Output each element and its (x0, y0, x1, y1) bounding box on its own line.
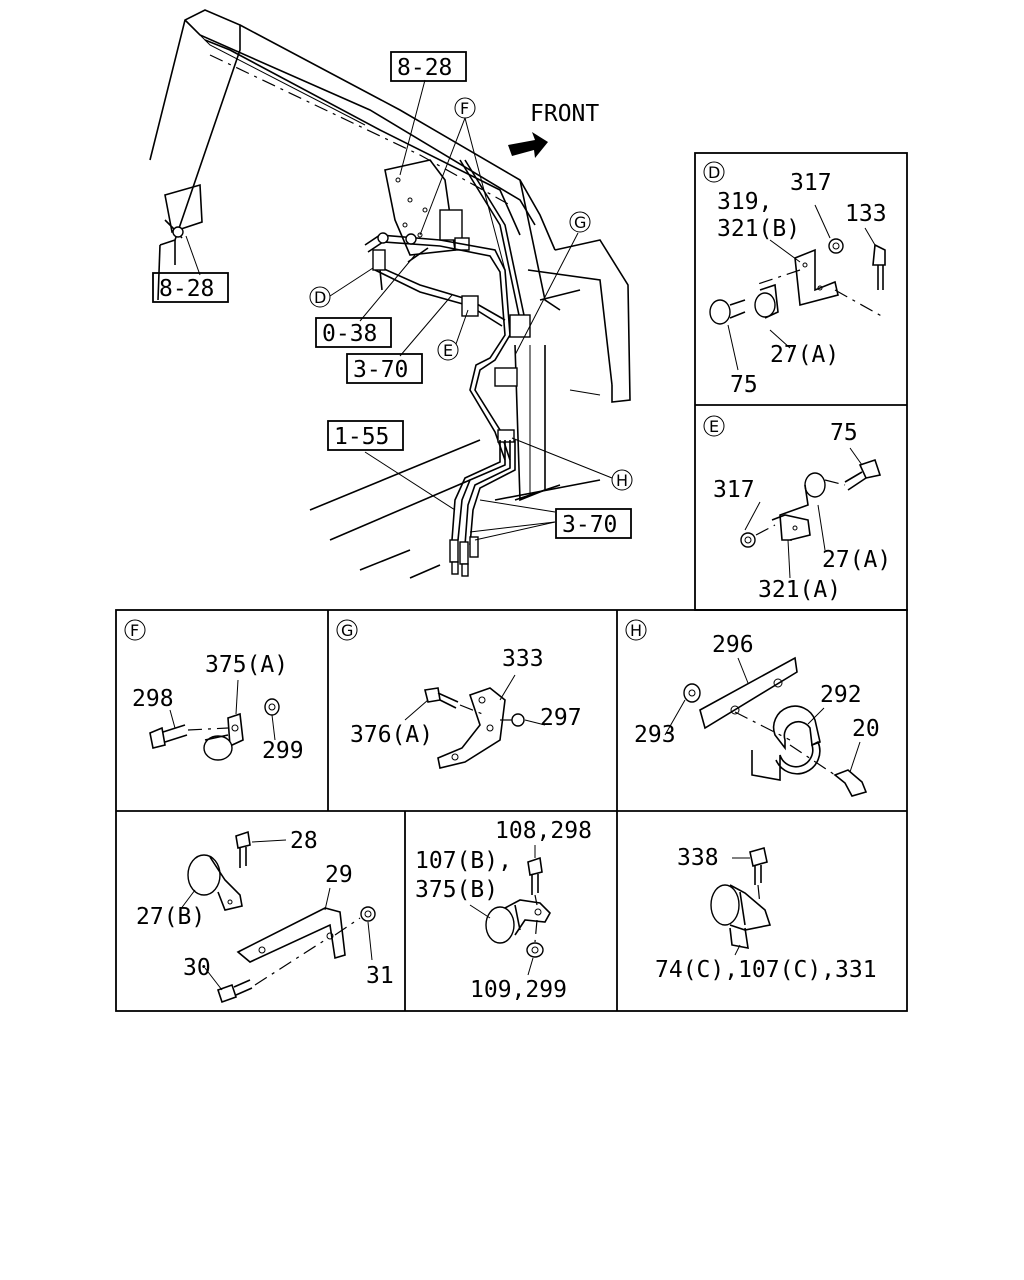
part-317-e: 317 (713, 477, 755, 503)
part-375b: 375(B) (415, 877, 498, 903)
panel-bottom-left: 28 29 27(B) 30 31 (136, 828, 394, 1004)
ref-0-38: 0-38 (315, 317, 392, 348)
part-296: 296 (712, 632, 754, 658)
part-338: 338 (677, 845, 719, 871)
callout-f: F (454, 97, 476, 119)
part-297: 297 (540, 705, 582, 731)
svg-text:H: H (616, 471, 628, 490)
svg-text:H: H (630, 621, 642, 640)
panel-grid (115, 152, 908, 1012)
part-133: 133 (845, 201, 887, 227)
main-chassis-view (149, 9, 631, 579)
panel-d: D 317 319, 321(B) 133 27(A) 75 (703, 161, 887, 398)
part-28: 28 (290, 828, 318, 854)
part-27a-e: 27(A) (822, 547, 891, 573)
svg-text:8-28: 8-28 (159, 276, 214, 302)
panel-bottom-middle: 108,298 107(B), 375(B) 109,299 (415, 818, 592, 1003)
part-30: 30 (183, 955, 211, 981)
callout-d: D (309, 286, 331, 308)
panel-f: F 375(A) 298 299 (124, 619, 304, 764)
panel-bottom-right: 338 74(C),107(C),331 (655, 845, 877, 983)
part-107b: 107(B), (415, 848, 512, 874)
ref-3-70-mid: 3-70 (346, 353, 423, 384)
part-293: 293 (634, 722, 676, 748)
part-27b: 27(B) (136, 904, 205, 930)
part-27a: 27(A) (770, 342, 839, 368)
part-317: 317 (790, 170, 832, 196)
part-20: 20 (852, 716, 880, 742)
callout-h: H (611, 469, 633, 491)
front-arrow-icon (508, 132, 548, 158)
svg-text:F: F (130, 621, 139, 640)
part-333: 333 (502, 646, 544, 672)
svg-text:F: F (460, 99, 469, 118)
svg-text:G: G (574, 213, 586, 232)
svg-text:0-38: 0-38 (322, 321, 377, 347)
panel-h: H 296 292 293 20 (625, 619, 880, 797)
part-299: 299 (262, 738, 304, 764)
svg-text:E: E (709, 417, 719, 436)
part-31: 31 (366, 963, 394, 989)
panel-e: E 75 317 27(A) 321(A) (703, 415, 891, 603)
part-321a: 321(A) (758, 577, 841, 603)
ref-1-55: 1-55 (327, 420, 404, 451)
callout-g: G (569, 211, 591, 233)
part-376a: 376(A) (350, 722, 433, 748)
part-109-299: 109,299 (470, 977, 567, 1003)
svg-text:E: E (443, 341, 453, 360)
panel-g: G 333 297 376(A) (336, 619, 582, 769)
svg-text:1-55: 1-55 (334, 424, 389, 450)
svg-text:D: D (708, 163, 720, 182)
svg-text:G: G (341, 621, 353, 640)
ref-3-70-low: 3-70 (555, 508, 632, 539)
part-375a: 375(A) (205, 652, 288, 678)
part-292: 292 (820, 682, 862, 708)
svg-text:3-70: 3-70 (562, 512, 617, 538)
part-29: 29 (325, 862, 353, 888)
part-319: 319, (717, 189, 772, 215)
part-108-298: 108,298 (495, 818, 592, 844)
callout-e: E (437, 339, 459, 361)
svg-text:D: D (314, 288, 326, 307)
part-74c-107c-331: 74(C),107(C),331 (655, 957, 877, 983)
part-298: 298 (132, 686, 174, 712)
svg-text:8-28: 8-28 (397, 55, 452, 81)
front-label: FRONT (530, 101, 599, 127)
part-75-e: 75 (830, 420, 858, 446)
ref-8-28-left: 8-28 (152, 272, 229, 303)
svg-text:3-70: 3-70 (353, 357, 408, 383)
part-75: 75 (730, 372, 758, 398)
ref-8-28-top: 8-28 (390, 51, 467, 82)
part-321b: 321(B) (717, 216, 800, 242)
